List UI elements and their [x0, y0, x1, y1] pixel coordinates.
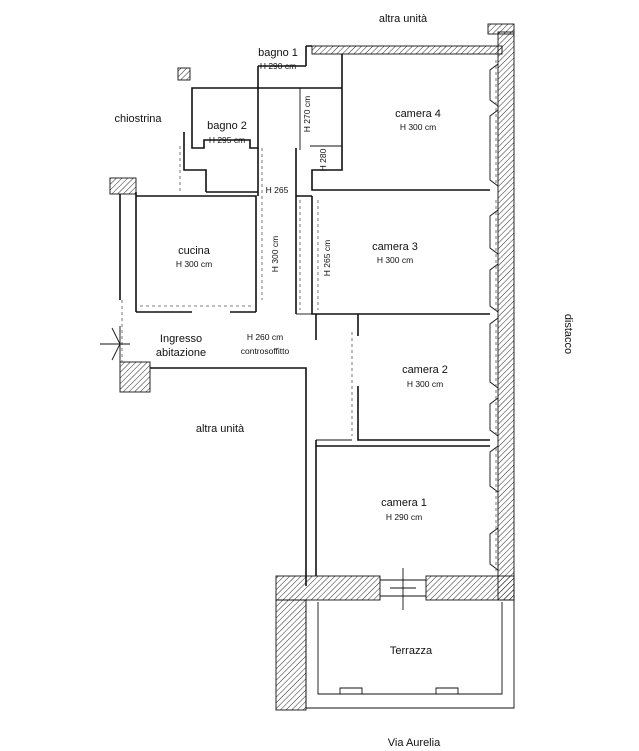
terrace — [275, 599, 515, 711]
label-h280-vertical: H 280 — [318, 148, 328, 171]
label-distacco: distacco — [562, 314, 574, 354]
label-ingresso-2: abitazione — [156, 347, 206, 359]
label-terrazza: Terrazza — [390, 645, 433, 657]
exterior-walls — [109, 23, 515, 601]
interior-walls — [119, 45, 490, 586]
room-bagno2-height: H 295 cm — [209, 135, 245, 145]
room-bagno1-height: H 290 cm — [260, 61, 296, 71]
chiostrina-wall — [177, 67, 191, 81]
room-camera3-height: H 300 cm — [377, 255, 413, 265]
room-camera1-name: camera 1 — [381, 497, 427, 509]
right-windows — [489, 63, 499, 571]
top-right-corner-wall — [487, 23, 515, 35]
room-bagno1-name: bagno 1 — [258, 47, 298, 59]
room-bagno2-name: bagno 2 — [207, 120, 247, 132]
room-camera2-height: H 300 cm — [407, 379, 443, 389]
label-chiostrina: chiostrina — [114, 113, 162, 125]
label-h300-vertical: H 300 cm — [270, 236, 280, 272]
entry-left-wall-bottom — [119, 361, 151, 393]
room-cucina-height: H 300 cm — [176, 259, 212, 269]
label-altra-unita-left: altra unità — [196, 423, 245, 435]
room-camera4-height: H 300 cm — [400, 122, 436, 132]
dashed-lines — [121, 60, 497, 572]
terrace-base-wall — [275, 599, 307, 711]
label-via: Via Aurelia — [388, 737, 441, 749]
room-cucina-name: cucina — [178, 245, 211, 257]
label-controsoffitto: controsoffitto — [241, 346, 290, 356]
label-altra-unita-top: altra unità — [379, 13, 428, 25]
room-camera4-name: camera 4 — [395, 108, 441, 120]
label-h270-vertical: H 270 cm — [302, 96, 312, 132]
top-wall — [311, 45, 503, 55]
room-camera1-height: H 290 cm — [386, 512, 422, 522]
label-h265-vertical: H 265 cm — [322, 240, 332, 276]
label-h265-top: H 265 — [266, 185, 289, 195]
label-ingresso-1: Ingresso — [160, 333, 202, 345]
bottom-facade-right-wall — [425, 575, 515, 601]
entry-door — [100, 326, 130, 362]
label-corridor-height: H 260 cm — [247, 332, 283, 342]
room-camera3-name: camera 3 — [372, 241, 418, 253]
right-facade-wall — [497, 31, 515, 601]
bottom-facade-left-wall — [275, 575, 381, 601]
entry-left-wall-top — [109, 177, 137, 195]
room-camera2-name: camera 2 — [402, 364, 448, 376]
terrace-door — [380, 568, 426, 610]
